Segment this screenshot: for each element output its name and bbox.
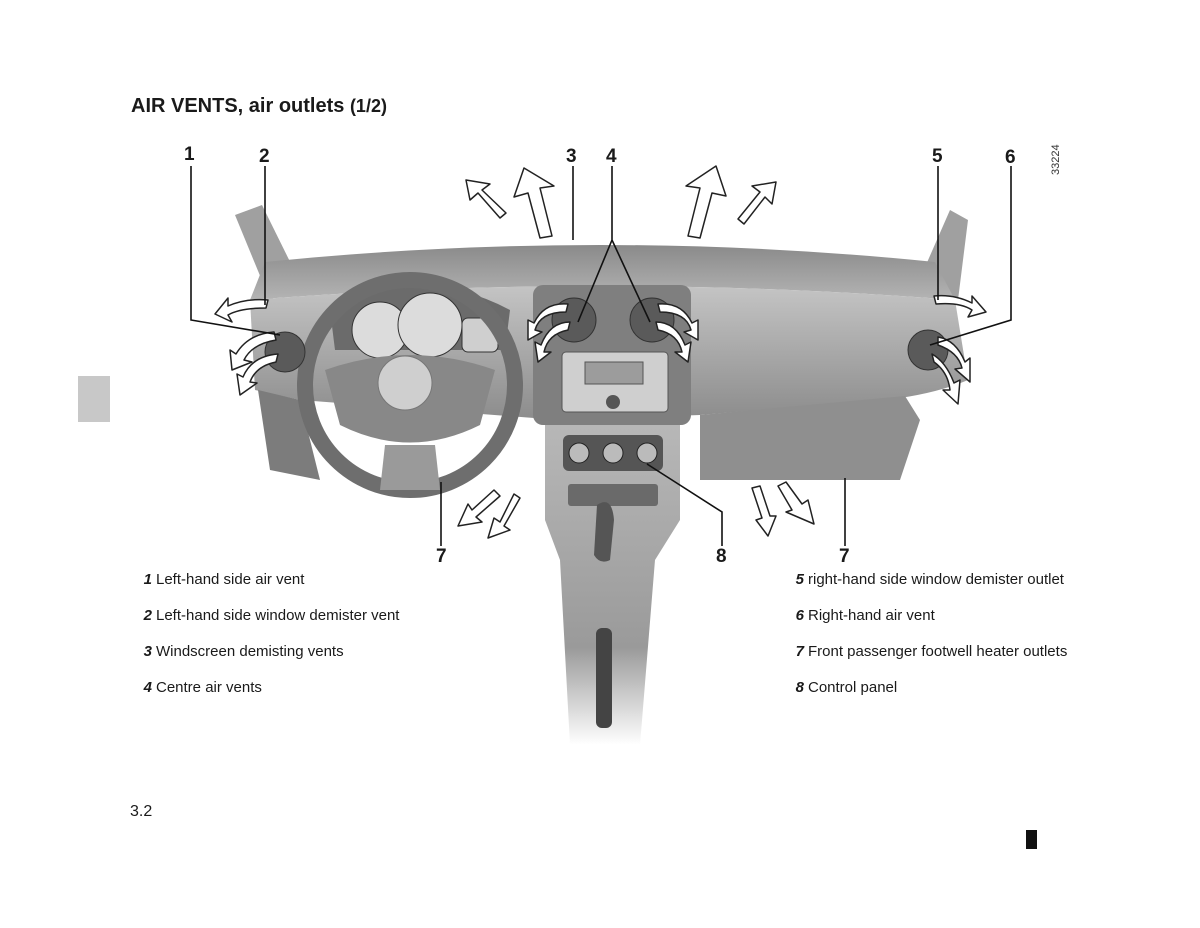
arrow-footwell-left-1 [457, 489, 501, 527]
arrow-windscreen-3 [685, 165, 727, 239]
legend-text: Left-hand side window demister vent [156, 607, 400, 624]
callout-2: 2 [259, 146, 270, 167]
callout-8: 8 [716, 546, 727, 567]
leader-1 [190, 166, 281, 336]
legend-right: 5 right-hand side window demister outlet… [788, 571, 1070, 715]
legend-item: 1 Left-hand side air vent [136, 571, 426, 589]
arrow-right-vent-2 [931, 353, 961, 405]
airflow-arrows [214, 165, 987, 539]
arrow-centre-left-1 [527, 303, 569, 341]
arrow-footwell-right-1 [751, 485, 777, 537]
radio-display [584, 361, 644, 385]
page-title-main: AIR VENTS, air outlets [131, 95, 345, 117]
callout-3: 3 [566, 146, 577, 167]
legend-item: 5 right-hand side window demister outlet [788, 571, 1070, 589]
legend-text: Control panel [808, 679, 898, 696]
arrow-centre-left-2 [534, 321, 571, 363]
arrow-footwell-right-2 [777, 481, 815, 525]
section-tab [78, 376, 110, 422]
legend-number: 3 [143, 643, 152, 660]
legend-item: 8 Control panel [788, 679, 1070, 697]
leader-6 [929, 166, 1012, 346]
callout-5: 5 [932, 146, 943, 167]
callout-7-right: 7 [839, 546, 850, 567]
legend-text: right-hand side window demister outlet [808, 571, 1064, 588]
handbrake [596, 628, 612, 728]
legend-item: 2 Left-hand side window demister vent [136, 607, 426, 625]
legend-number: 2 [143, 607, 152, 624]
legend-text: Left-hand side air vent [156, 571, 305, 588]
page-edge-marker [1026, 830, 1037, 849]
arrow-windscreen-4 [737, 181, 777, 225]
page-title: AIR VENTS, air outlets (1/2) [131, 95, 387, 118]
legend-number: 5 [795, 571, 804, 588]
speedometer [397, 292, 463, 358]
arrow-left-vent-up [229, 331, 277, 371]
legend-text: Windscreen demisting vents [156, 643, 344, 660]
legend-text: Centre air vents [156, 679, 262, 696]
switch-panel [568, 484, 658, 506]
legend-text: Right-hand air vent [808, 607, 935, 624]
arrow-left-vent-down [236, 353, 279, 396]
legend-number: 4 [143, 679, 152, 696]
legend-number: 8 [795, 679, 804, 696]
legend-item: 7 Front passenger footwell heater outlet… [788, 643, 1070, 661]
climate-knob-right [636, 442, 658, 464]
legend-item: 3 Windscreen demisting vents [136, 643, 426, 661]
legend-text: Front passenger footwell heater outlets [808, 643, 1068, 660]
callout-1: 1 [184, 144, 195, 165]
legend-item: 6 Right-hand air vent [788, 607, 1070, 625]
arrow-right-demister [933, 294, 987, 318]
callout-4: 4 [606, 146, 617, 167]
lower-left-dash [258, 390, 320, 480]
legend-number: 6 [795, 607, 804, 624]
glovebox [700, 396, 920, 480]
arrow-windscreen-1 [513, 167, 555, 239]
arrow-left-demister [214, 297, 269, 323]
radio-knob [606, 395, 620, 409]
page-title-part: (1/2) [349, 96, 387, 116]
gear-lever [594, 502, 614, 562]
arrow-footwell-left-2 [487, 493, 521, 539]
climate-knob-left [568, 442, 590, 464]
page-number: 3.2 [130, 803, 153, 820]
leader-8 [646, 463, 723, 546]
arrow-centre-right-2 [655, 321, 692, 363]
arrow-centre-right-1 [657, 303, 699, 341]
legend-number: 1 [143, 571, 152, 588]
steering-horn [377, 355, 433, 411]
leader-lines [190, 166, 1012, 546]
callout-7-left: 7 [436, 546, 447, 567]
callout-6: 6 [1005, 147, 1016, 168]
steering-column [380, 445, 440, 490]
leader-4 [577, 166, 651, 323]
legend-left: 1 Left-hand side air vent 2 Left-hand si… [136, 571, 426, 715]
climate-knob-mid [602, 442, 624, 464]
legend-number: 7 [795, 643, 804, 660]
arrow-windscreen-2 [465, 179, 507, 219]
legend-item: 4 Centre air vents [136, 679, 426, 697]
